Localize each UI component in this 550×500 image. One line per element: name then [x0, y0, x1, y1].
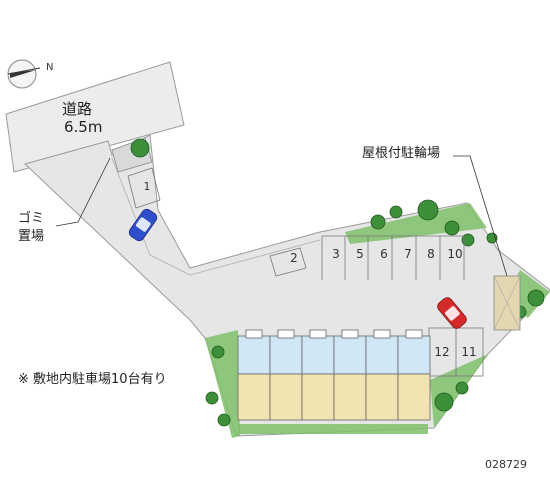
unit-lower-floor [269, 373, 303, 421]
grass-strip-top [345, 203, 487, 244]
unit-lower-floor [237, 373, 271, 421]
car-red [437, 297, 467, 329]
road-width: 6.5m [64, 118, 103, 136]
tree [444, 220, 460, 236]
tree [217, 413, 231, 427]
unit-upper-floor [397, 335, 431, 375]
garbage-label-line2: 置場 [18, 229, 45, 244]
bicycle-parking-label: 屋根付駐輪場 [362, 146, 441, 161]
parking-space-number: 12 [434, 345, 449, 359]
tree [434, 392, 454, 412]
tree [130, 138, 150, 158]
road-name: 道路 [62, 100, 93, 118]
driveway-edge [111, 157, 321, 276]
tree [389, 205, 403, 219]
unit-upper-floor [237, 335, 271, 375]
parking-space-frame [269, 247, 307, 277]
compass-north-letter: N [46, 62, 53, 73]
parking-space-number: 11 [461, 345, 476, 359]
unit-lower-floor [397, 373, 431, 421]
grass-strip-bottom [238, 424, 428, 434]
unit-lower-floor [333, 373, 367, 421]
unit-lower-floor [365, 373, 399, 421]
car-blue [128, 208, 158, 242]
road-area [5, 61, 185, 173]
grass-strip-left [205, 330, 240, 438]
unit-entrance [277, 329, 295, 339]
unit-upper-floor [301, 335, 335, 375]
parking-note: ※ 敷地内駐車場10台有り [18, 372, 167, 387]
tree [417, 199, 439, 221]
garbage-label-line1: ゴミ [18, 211, 45, 226]
tree [461, 233, 475, 247]
unit-upper-floor [269, 335, 303, 375]
parking-space-number: 10 [447, 247, 462, 261]
unit-entrance [373, 329, 391, 339]
parking-space-number: 6 [380, 247, 388, 261]
tree [205, 391, 219, 405]
tree [527, 289, 545, 307]
unit-upper-floor [333, 335, 367, 375]
unit-entrance [405, 329, 423, 339]
unit-upper-floor [365, 335, 399, 375]
parking-space-number: 1 [144, 180, 151, 193]
unit-lower-floor [301, 373, 335, 421]
parking-space-number: 8 [427, 247, 435, 261]
parking-space-number: 3 [332, 247, 340, 261]
tree [455, 381, 469, 395]
compass-icon [7, 59, 41, 89]
apartment-building [237, 329, 431, 421]
parking-row-top [321, 235, 465, 280]
tree [211, 345, 225, 359]
bicycle-leader-line [453, 155, 508, 277]
unit-entrance [245, 329, 263, 339]
garbage-leader-line [55, 157, 111, 227]
parking-space-number: 7 [404, 247, 412, 261]
bicycle-shelter [493, 275, 521, 331]
property-code: 028729 [485, 458, 527, 471]
parking-space-number: 2 [290, 251, 298, 265]
tree [370, 214, 386, 230]
unit-entrance [341, 329, 359, 339]
unit-entrance [309, 329, 327, 339]
parking-space-frame [127, 167, 161, 209]
parking-space-number: 5 [356, 247, 364, 261]
